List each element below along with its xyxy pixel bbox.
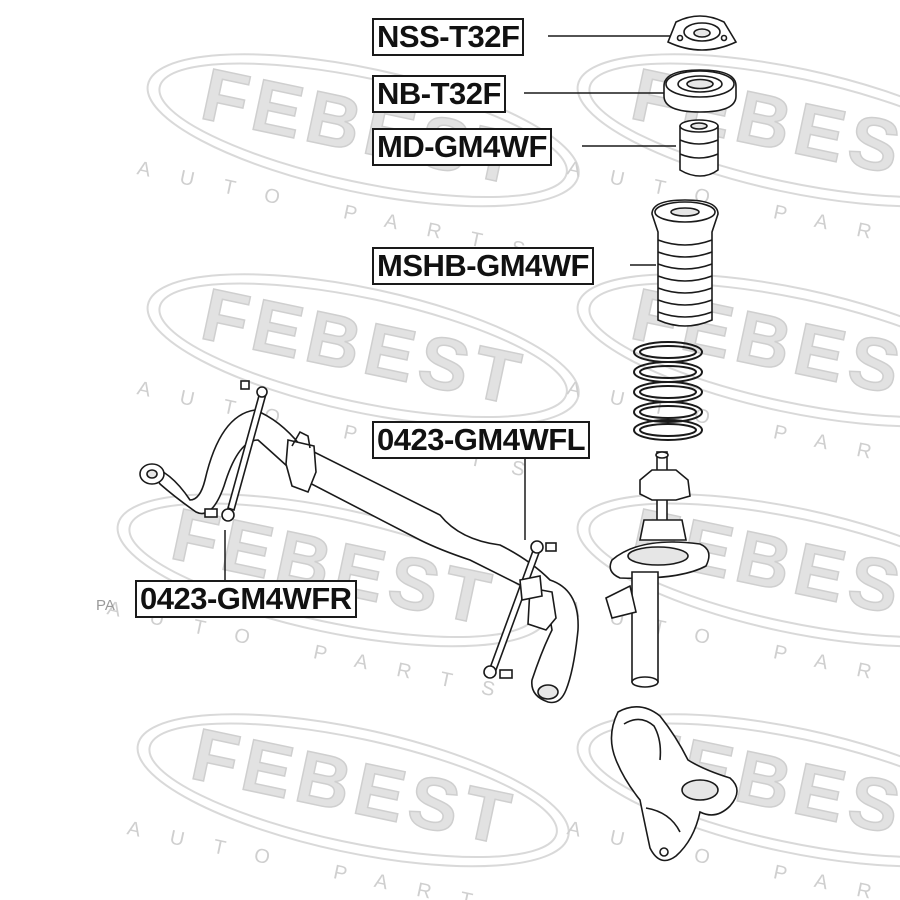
part-label-mshb-gm4wf[interactable]: MSHB-GM4WF	[372, 247, 594, 285]
part-label-md-gm4wf[interactable]: MD-GM4WF	[372, 128, 552, 166]
stabilizer-link-icon	[483, 540, 557, 679]
clipped-edge-text: PA	[96, 597, 115, 614]
febest-watermark: FEBEST AUTO PARTS	[565, 271, 900, 487]
febest-watermark: FEBEST AUTO PARTS	[565, 491, 900, 707]
bearing-icon	[663, 69, 737, 113]
strut-mount-icon	[666, 15, 738, 51]
bump-stop-icon	[679, 119, 719, 177]
leader-lines	[224, 35, 676, 580]
steering-knuckle-icon	[610, 706, 738, 862]
part-label-nb-t32f[interactable]: NB-T32F	[372, 75, 506, 113]
febest-watermark: FEBEST AUTO PARTS	[125, 711, 570, 900]
part-label-0423-gm4wfr[interactable]: 0423-GM4WFR	[135, 580, 357, 618]
part-label-nss-t32f[interactable]: NSS-T32F	[372, 18, 525, 56]
part-label-0423-gm4wfl[interactable]: 0423-GM4WFL	[372, 421, 591, 459]
dust-boot-icon	[651, 199, 719, 327]
coil-spring-icon	[633, 341, 703, 441]
stabilizer-link-icon	[204, 380, 268, 522]
shock-absorber-icon	[605, 451, 710, 688]
